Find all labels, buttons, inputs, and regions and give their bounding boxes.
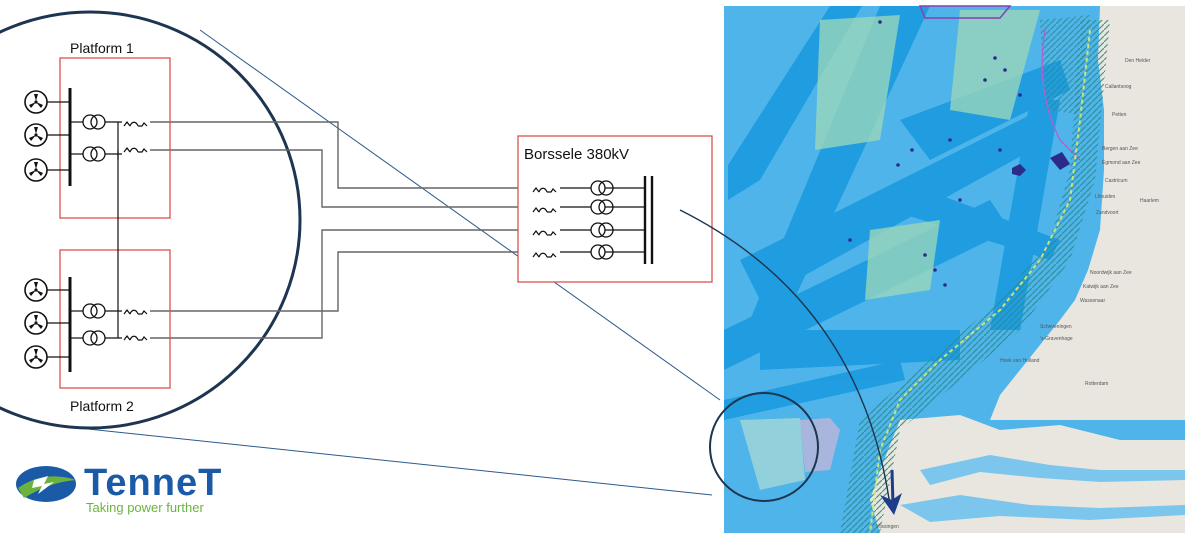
place-label: Castricum: [1105, 178, 1128, 184]
place-label: Noordwijk aan Zee: [1090, 270, 1132, 276]
tennet-logo: TenneT Taking power further: [14, 462, 254, 522]
substation-label: Borssele 380kV: [524, 146, 630, 163]
platform-1-label: Platform 1: [70, 40, 134, 56]
place-label: Egmond aan Zee: [1102, 160, 1141, 166]
logo-wordmark: TenneT: [84, 462, 223, 504]
place-label: IJmuiden: [1095, 194, 1116, 200]
coastline-land: [990, 6, 1185, 420]
place-label: Scheveningen: [1040, 324, 1072, 330]
place-label: Bergen aan Zee: [1102, 146, 1138, 152]
zoom-connectors: [59, 29, 721, 496]
tennet-logo-icon: [16, 466, 76, 502]
wind-turbine-icon: [24, 311, 48, 335]
place-label: 's-Gravenhage: [1040, 336, 1073, 342]
place-label: Petten: [1112, 112, 1127, 118]
wind-turbine-icon: [24, 90, 48, 114]
wind-turbine-icon: [24, 278, 48, 302]
wind-turbine-icon: [24, 345, 48, 369]
platform-2-label: Platform 2: [70, 398, 134, 414]
place-label: Wassenaar: [1080, 298, 1105, 304]
arrowhead-icon: [880, 493, 902, 515]
place-label: Katwijk aan Zee: [1083, 284, 1119, 290]
wind-turbine-icon: [24, 158, 48, 182]
platform-2: [24, 150, 171, 389]
platform-zoom-circle: [0, 10, 302, 430]
grid-connection-arrow: [679, 209, 891, 506]
map-panel: Den Helder Callantsoog Petten Bergen aan…: [709, 5, 1185, 534]
place-label: Rotterdam: [1085, 381, 1108, 387]
place-label: Den Helder: [1125, 58, 1151, 64]
borssele-substation: [517, 135, 713, 283]
wind-turbine-icon: [24, 123, 48, 147]
place-label: Vlissingen: [876, 524, 899, 530]
place-label: Haarlem: [1140, 198, 1159, 204]
export-cables: [150, 121, 535, 339]
borssele-zone-circle: [709, 392, 819, 502]
logo-tagline: Taking power further: [86, 500, 204, 515]
place-label: Zandvoort: [1096, 210, 1119, 216]
place-label: Callantsoog: [1105, 84, 1132, 90]
place-label: Hoek van Holland: [1000, 358, 1040, 364]
